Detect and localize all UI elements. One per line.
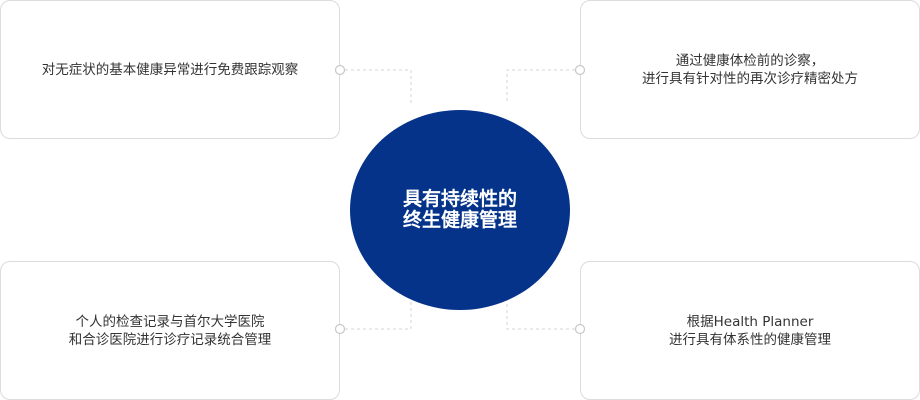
connector-bottom-right bbox=[506, 300, 575, 330]
card-top-right: 通过健康体检前的诊察， 进行具有针对性的再次诊疗精密处方 bbox=[580, 0, 920, 139]
card-top-left: 对无症状的基本健康异常进行免费跟踪观察 bbox=[0, 0, 340, 139]
card-bottom-left: 个人的检查记录与首尔大学医院 和合诊医院进行诊疗记录统合管理 bbox=[0, 261, 340, 400]
connector-dot-bottom-right bbox=[574, 323, 586, 335]
connector-top-left bbox=[345, 69, 412, 104]
card-bottom-right-text: 根据Health Planner 进行具有体系性的健康管理 bbox=[669, 313, 831, 348]
connector-bottom-left bbox=[345, 300, 412, 330]
connector-top-right bbox=[506, 69, 575, 104]
card-bottom-left-text: 个人的检查记录与首尔大学医院 和合诊医院进行诊疗记录统合管理 bbox=[68, 313, 272, 348]
center-circle: 具有持续性的 终生健康管理 bbox=[350, 110, 570, 310]
connector-dot-top-left bbox=[334, 64, 346, 76]
center-title: 具有持续性的 终生健康管理 bbox=[402, 188, 517, 231]
connector-dot-bottom-left bbox=[334, 323, 346, 335]
card-bottom-right: 根据Health Planner 进行具有体系性的健康管理 bbox=[580, 261, 920, 400]
card-top-left-text: 对无症状的基本健康异常进行免费跟踪观察 bbox=[41, 61, 299, 78]
card-top-right-text: 通过健康体检前的诊察， 进行具有针对性的再次诊疗精密处方 bbox=[642, 52, 858, 87]
connector-dot-top-right bbox=[574, 64, 586, 76]
